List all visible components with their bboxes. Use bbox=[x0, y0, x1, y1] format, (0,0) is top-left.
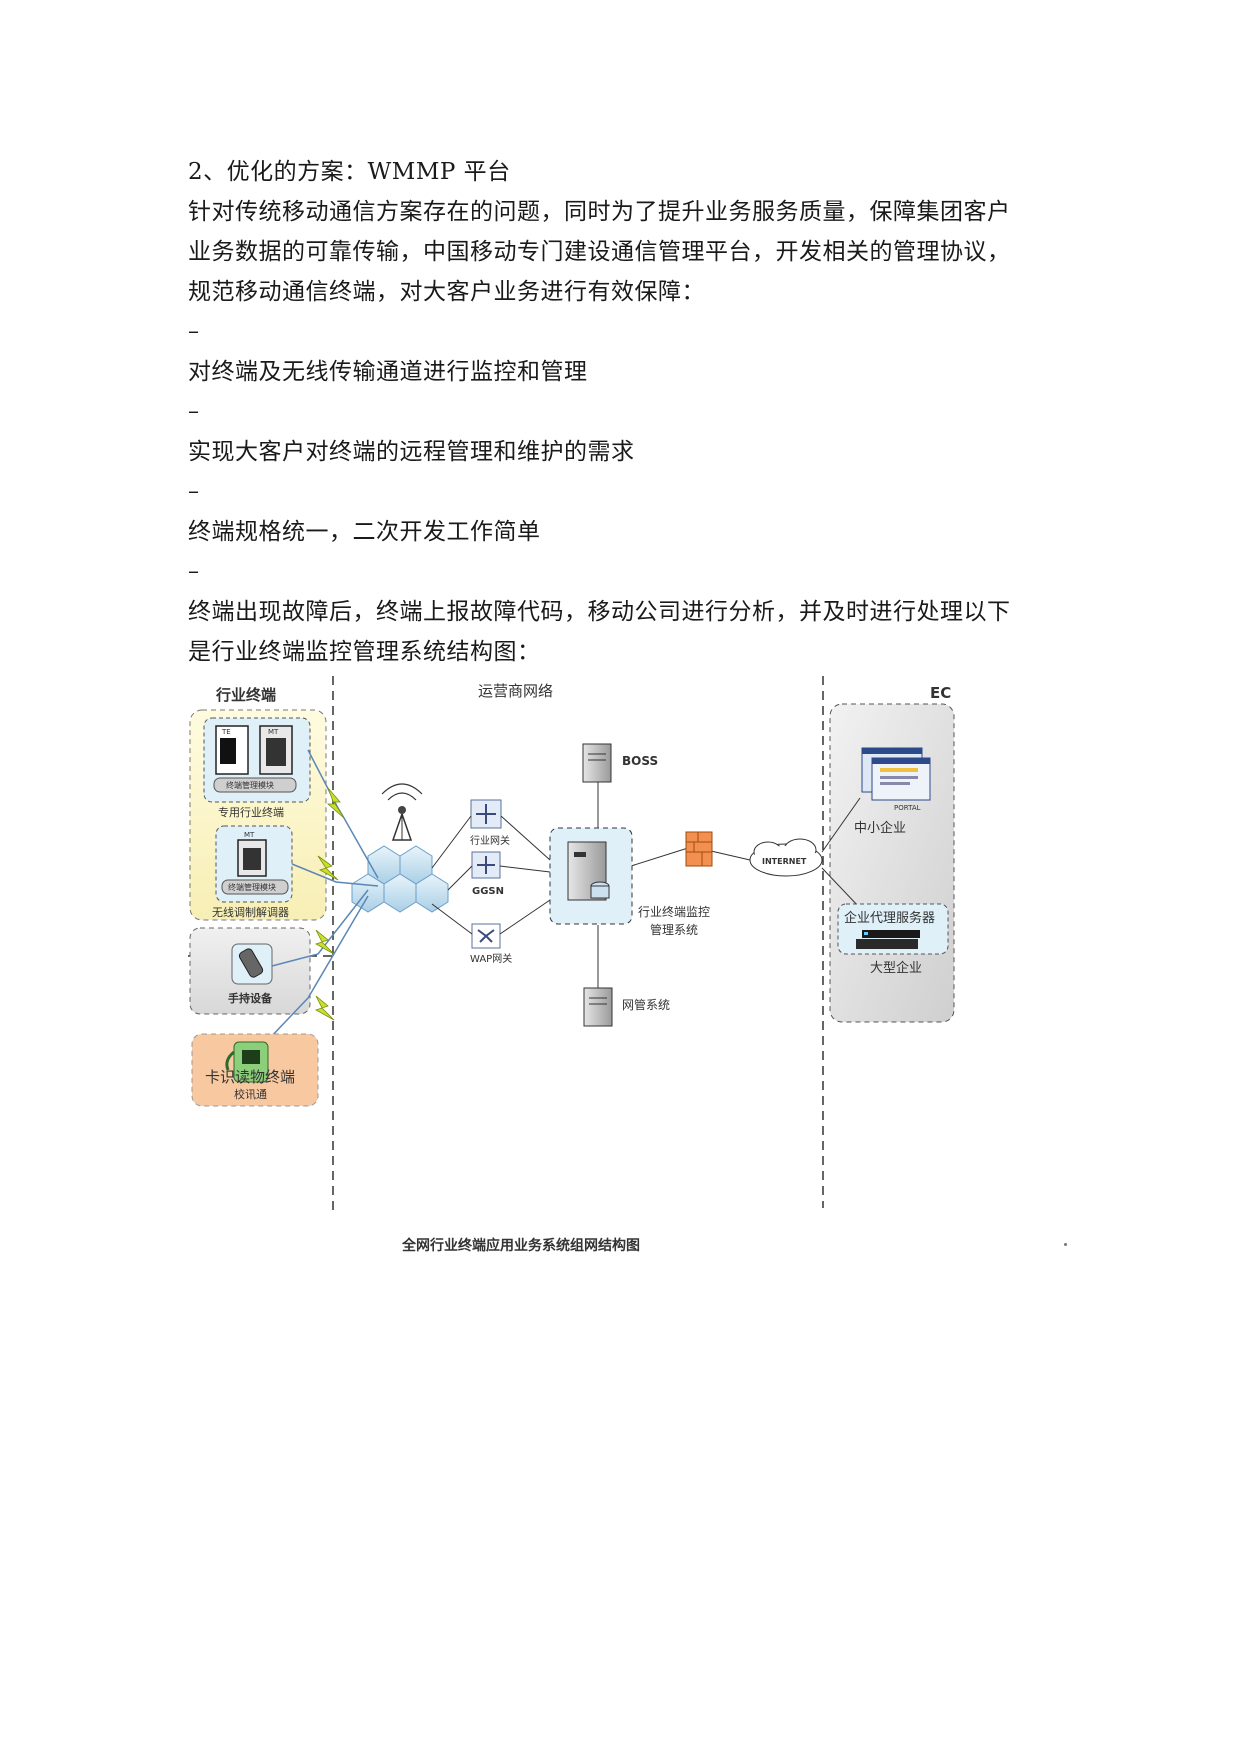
diagram-caption: 全网行业终端应用业务系统组网结构图 bbox=[401, 1237, 640, 1254]
te-label: TE bbox=[221, 728, 231, 736]
base-station-tower bbox=[381, 783, 423, 841]
campus-phone-handset bbox=[225, 1050, 235, 1071]
intro-line-3: 规范移动通信终端，对大客户业务进行有效保障： bbox=[188, 279, 705, 305]
bullet-text: 终端出现故障后，终端上报故障代码，移动公司进行分析，并及时进行处理以下 bbox=[188, 599, 1011, 625]
dedicated-terminal-label: 专用行业终端 bbox=[218, 805, 284, 819]
scan-dot bbox=[1064, 1243, 1067, 1246]
handheld-label: 手持设备 bbox=[228, 991, 273, 1005]
bullet-text: 实现大客户对终端的远程管理和维护的需求 bbox=[188, 439, 635, 465]
boss-label: BOSS bbox=[622, 754, 658, 768]
section-title-ec: EC bbox=[930, 684, 951, 702]
ec-links bbox=[821, 797, 861, 909]
campus-phone-label: 校讯通 bbox=[234, 1087, 267, 1101]
modem-mt-label: MT bbox=[244, 831, 255, 839]
campus-phone-screen bbox=[242, 1050, 260, 1064]
section-title-operator: 运营商网络 bbox=[478, 682, 553, 700]
wireless-cloud-hexes bbox=[351, 845, 449, 913]
wap-gateway-icon bbox=[471, 923, 501, 949]
intro-line-2: 业务数据的可靠传输，中国移动专门建设通信管理平台，开发相关的管理协议， bbox=[188, 239, 1011, 265]
bullet-marker: – bbox=[188, 559, 199, 584]
internet-label: INTERNET bbox=[762, 857, 807, 866]
proxy-server-label: 企业代理服务器 bbox=[844, 910, 935, 926]
monitor-system-label-1: 行业终端监控 bbox=[638, 904, 710, 919]
portal-label: PORTAL bbox=[894, 804, 921, 812]
sme-label: 中小企业 bbox=[854, 820, 906, 836]
bullet-text: 终端规格统一，二次开发工作简单 bbox=[188, 519, 541, 545]
modem-label: 无线调制解调器 bbox=[212, 905, 289, 919]
portal-windows-icon bbox=[861, 747, 931, 801]
modem-module-label: 终端管理模块 bbox=[228, 882, 276, 892]
lightning-icons bbox=[315, 787, 345, 1021]
handheld-phone-icon bbox=[238, 948, 264, 978]
text-block: 2、优化的方案：WMMP 平台 针对传统移动通信方案存在的问题，同时为了提升业务… bbox=[188, 152, 1068, 672]
bullet-marker: – bbox=[188, 399, 199, 424]
mt-device-board bbox=[266, 738, 286, 766]
wap-gateway-label: WAP网关 bbox=[470, 952, 512, 965]
boss-server-icon bbox=[582, 743, 612, 783]
industry-gateway-icon bbox=[470, 799, 502, 829]
ggsn-label: GGSN bbox=[472, 886, 504, 897]
monitor-system-label-2: 管理系统 bbox=[650, 922, 698, 937]
section-title-terminals: 行业终端 bbox=[215, 686, 276, 704]
section-heading: 2、优化的方案：WMMP 平台 bbox=[188, 159, 511, 185]
card-reader-terminal-label: 卡识读物终端 bbox=[205, 1068, 296, 1086]
large-enterprise-label: 大型企业 bbox=[870, 960, 922, 976]
nms-server-icon bbox=[583, 987, 613, 1027]
mt-label: MT bbox=[268, 728, 279, 736]
dedicated-module-bar bbox=[213, 777, 297, 793]
industry-gateway-label: 行业网关 bbox=[470, 834, 510, 847]
bullet-marker: – bbox=[188, 479, 199, 504]
network-architecture-diagram: 行业终端 运营商网络 EC TE MT 终端管理模块 专用行业终端 MT 终端管… bbox=[188, 676, 955, 1254]
closing-line: 是行业终端监控管理系统结构图： bbox=[188, 639, 541, 665]
nms-label: 网管系统 bbox=[622, 997, 670, 1012]
firewall-icon bbox=[685, 831, 713, 867]
internet-cloud-icon bbox=[749, 838, 823, 877]
ggsn-icon bbox=[471, 851, 501, 879]
modem-module-bar bbox=[221, 879, 289, 895]
dedicated-module-label: 终端管理模块 bbox=[226, 780, 274, 790]
bullet-marker: – bbox=[188, 319, 199, 344]
te-device-screen bbox=[220, 738, 236, 764]
proxy-server-rack-icon bbox=[856, 930, 920, 949]
intro-line-1: 针对传统移动通信方案存在的问题，同时为了提升业务服务质量，保障集团客户 bbox=[188, 199, 1011, 225]
bullet-text: 对终端及无线传输通道进行监控和管理 bbox=[188, 359, 588, 385]
core-network-links bbox=[431, 778, 751, 988]
card-reader-area: 校讯通 bbox=[191, 1033, 319, 1107]
modem-device-board bbox=[243, 848, 261, 870]
monitor-server-icon bbox=[567, 841, 610, 901]
